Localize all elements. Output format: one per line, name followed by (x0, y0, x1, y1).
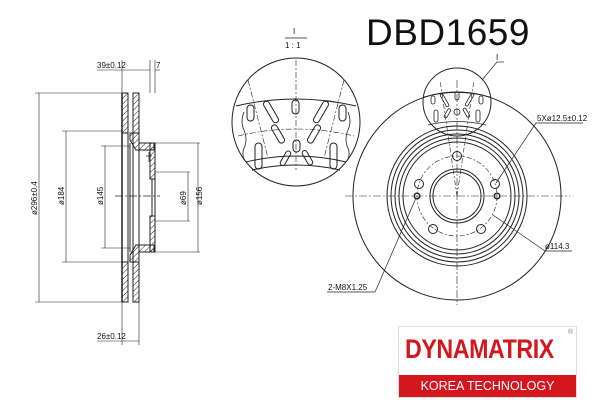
thickness-dimension: 39±0.12 (97, 61, 126, 70)
hat-diameter-dimension: ø145 (96, 186, 105, 205)
outer-diameter-dimension: ø296±0.4 (30, 181, 39, 215)
part-number-title: DBD1659 (366, 12, 530, 53)
detail-view-circle (231, 37, 361, 187)
threaded-holes-dimension: 2-M8X1.25 (328, 283, 368, 292)
center-bore-dimension: ø69 (179, 191, 188, 205)
side-section-view (35, 60, 200, 345)
detail-callout-label: I (496, 53, 498, 62)
brand-tagline: KOREA TECHNOLOGY (399, 375, 576, 397)
disc-thickness-dimension: 26±0.12 (97, 332, 126, 341)
bolt-holes-dimension: 5Xø12.5±0.12 (537, 114, 588, 123)
hat-offset-dimension: 7 (156, 61, 161, 70)
brand-name: DYNAMATRIX (405, 334, 554, 364)
brand-logo: DYNAMATRIX ® KOREA TECHNOLOGY (398, 326, 577, 398)
friction-diameter-dimension: ø184 (57, 186, 66, 205)
registered-mark: ® (567, 329, 573, 336)
hat-outer-dimension: ø156 (195, 186, 204, 205)
front-view (327, 61, 583, 305)
detail-scale: 1 : 1 (285, 41, 301, 50)
pcd-dimension: ø114.3 (545, 242, 570, 251)
detail-label: I (293, 27, 295, 36)
